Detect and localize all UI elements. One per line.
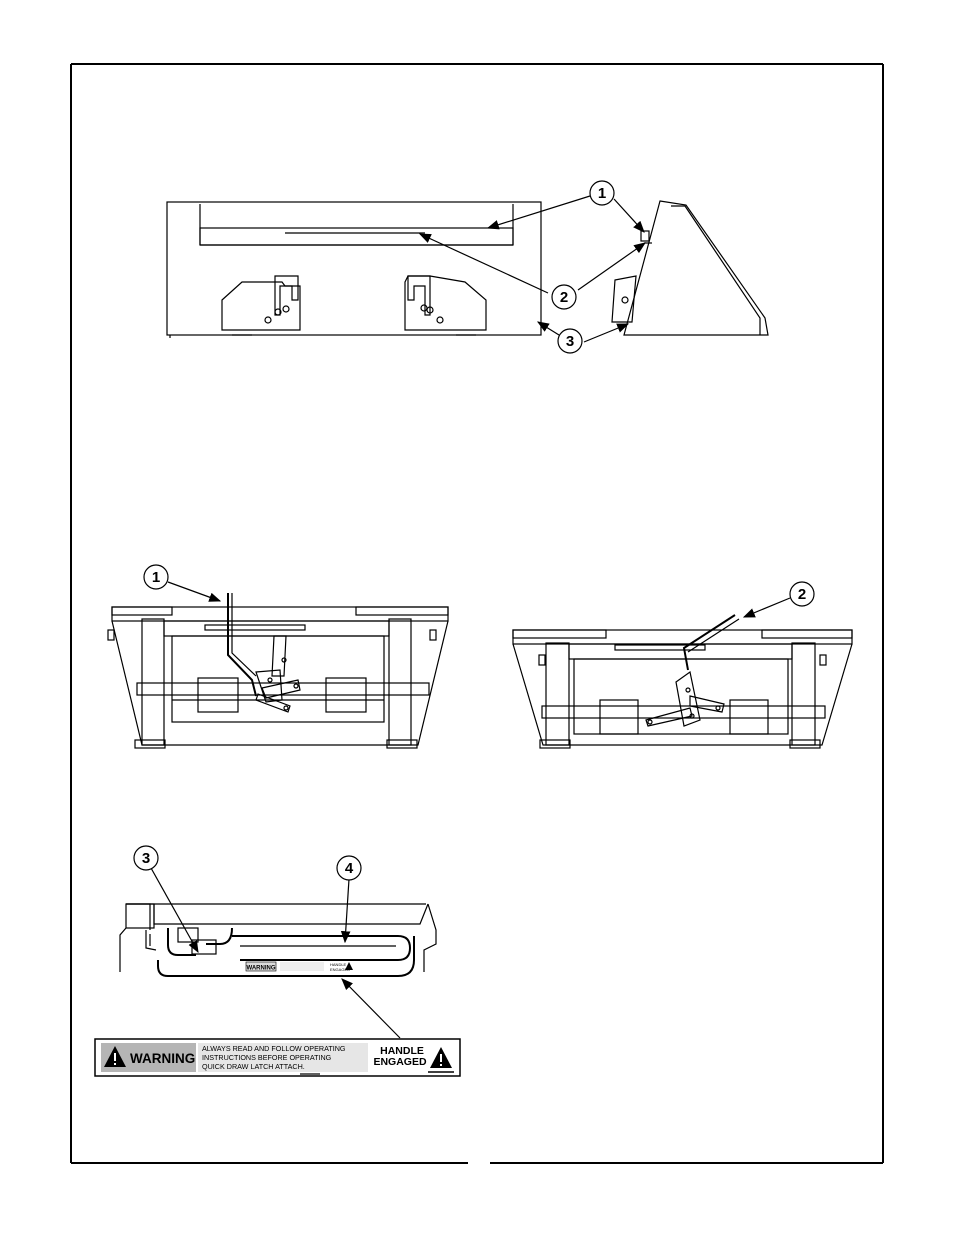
small-warning-decal: WARNING HANDLE ENGAGED	[245, 961, 353, 972]
warning-word: WARNING	[130, 1051, 195, 1066]
svg-text:4: 4	[345, 860, 354, 877]
bucket-side-view	[611, 200, 769, 336]
fig3-callouts: 3 4	[133, 845, 401, 1039]
bucket-rear-view	[166, 201, 542, 338]
warning-triangle-icon	[104, 1046, 126, 1067]
callout-1-fig2: 1	[143, 564, 169, 590]
svg-text:HANDLE: HANDLE	[330, 962, 347, 967]
decal-instruction-line-1: ALWAYS READ AND FOLLOW OPERATING	[202, 1044, 346, 1053]
latch-assembly-handle-down	[512, 614, 853, 749]
svg-text:WARNING: WARNING	[247, 966, 276, 972]
fig2-right-callout: 2	[742, 581, 815, 618]
callout-1-fig1: 1	[589, 180, 615, 206]
engaged-triangle-icon	[430, 1047, 452, 1068]
fig2-left-callout: 1	[143, 564, 222, 602]
callout-2-fig1: 2	[551, 284, 577, 310]
svg-text:2: 2	[560, 289, 568, 306]
svg-text:2: 2	[798, 586, 806, 603]
callout-4-fig3: 4	[336, 855, 362, 881]
svg-text:1: 1	[598, 185, 606, 202]
decal-status-line-2: ENGAGED	[373, 1056, 427, 1068]
fig1-callouts: 1 2 3	[418, 180, 646, 354]
decal-status-line-1: HANDLE	[380, 1045, 424, 1057]
svg-text:1: 1	[152, 569, 160, 586]
decal-instruction-line-2: INSTRUCTIONS BEFORE OPERATING	[202, 1053, 332, 1062]
latch-assembly-handle-up	[107, 593, 449, 749]
handle-closeup	[119, 903, 437, 977]
svg-text:3: 3	[142, 850, 150, 867]
callout-3-fig1: 3	[557, 328, 583, 354]
callout-2-fig2: 2	[789, 581, 815, 607]
svg-text:3: 3	[566, 333, 574, 350]
decal-instruction-line-3: QUICK DRAW LATCH ATTACH.	[202, 1062, 305, 1071]
warning-decal: WARNING ALWAYS READ AND FOLLOW OPERATING…	[94, 1038, 461, 1077]
callout-3-fig3: 3	[133, 845, 159, 871]
svg-text:ENGAGED: ENGAGED	[330, 967, 350, 972]
page-border	[70, 63, 884, 1164]
